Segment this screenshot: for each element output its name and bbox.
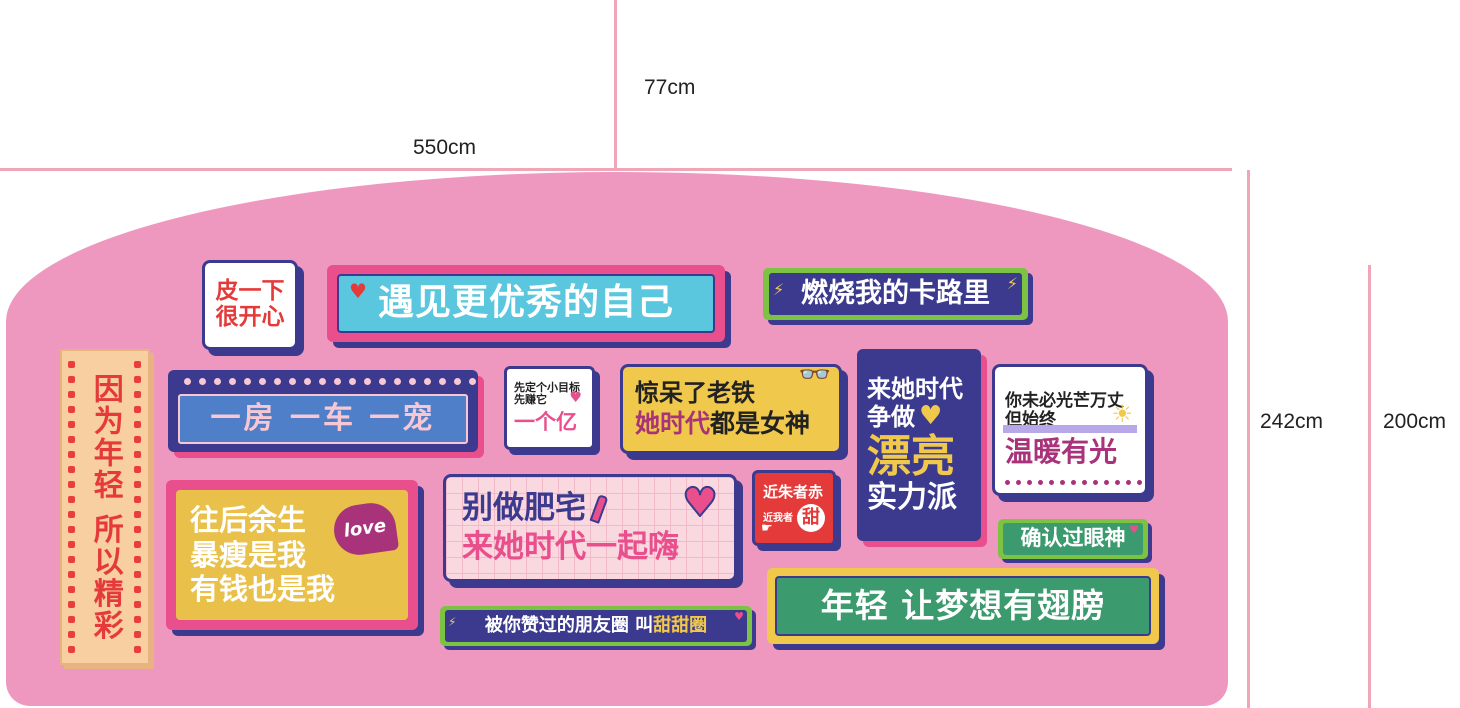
heart-icon: ♥ (1129, 523, 1139, 536)
sign-jingdai-line2b: 都是女神 (710, 408, 811, 438)
sign-yujian-inner: ♥ 遇见更优秀的自己 (337, 274, 715, 333)
heart-icon: ♥ (734, 610, 744, 623)
love-heart-badge: love (330, 499, 400, 559)
sign-biezuo-line2: 来她时代一起嗨 (462, 529, 679, 565)
sign-yifang-inner: 一房 一车 一宠 (178, 394, 468, 444)
heart-icon: ♥ (569, 390, 582, 406)
sign-yujian-text: 遇见更优秀的自己 (377, 282, 674, 324)
marquee-dots-left (68, 361, 76, 653)
sign-laita: 来她时代 争做 ♥ 漂亮 实力派 (857, 349, 981, 541)
sign-jinzhu-line1: 近朱者赤 (763, 482, 824, 501)
sign-beinizan: ⚡ 被你赞过的朋友圈 叫甜甜圈 ♥ (440, 606, 752, 646)
sign-laita-line4: 实力派 (867, 479, 957, 515)
double-heart-icon: ♥ (681, 480, 719, 527)
sign-jingdai-line1: 惊呆了老铁 (635, 379, 755, 408)
sign-laita-line3: 漂亮 (867, 430, 955, 482)
sign-jinzhu: 近朱者赤 近我者 甜 ☛ (752, 470, 836, 546)
sun-icon: ☀ (1111, 400, 1133, 428)
sign-nimeibi-line1: 你未必光芒万丈 (1005, 391, 1124, 412)
width-label: 550cm (413, 136, 477, 159)
lightning-icon: ⚡ (1006, 274, 1018, 293)
love-badge-text: love (342, 515, 388, 543)
sign-piyixia: 皮一下 很开心 (202, 260, 298, 350)
heart-icon: ♥ (349, 279, 367, 303)
sign-beinizan-inner: ⚡ 被你赞过的朋友圈 叫甜甜圈 ♥ (445, 610, 747, 642)
sign-wanghou-line3: 有钱也是我 (190, 572, 336, 607)
lipstick-icon (589, 493, 609, 524)
sign-biezuo: 别做肥宅 来她时代一起嗨 ♥ (443, 474, 737, 582)
sign-yifang-text: 一房 一车 一宠 (210, 401, 436, 437)
sign-jinzhu-line3: 甜 (797, 504, 825, 533)
sign-piyixia-line2: 很开心 (215, 304, 285, 330)
sign-wanghou-inner: 往后余生 暴瘦是我 有钱也是我 love (176, 490, 408, 620)
sign-yujian: ♥ 遇见更优秀的自己 (327, 265, 725, 342)
sunglasses-icon: 👓 (798, 360, 831, 390)
sign-nianqing: 年轻 让梦想有翅膀 (767, 568, 1159, 644)
sign-jinzhu-row2: 近我者 甜 (763, 504, 825, 533)
side-label: 77cm (644, 76, 696, 99)
sign-wanghou: 往后余生 暴瘦是我 有钱也是我 love (166, 480, 418, 630)
sign-wanghou-line1: 往后余生 (190, 502, 307, 537)
horizontal-dimension-line (0, 168, 1232, 171)
sign-jingdai: 👓 惊呆了老铁 她时代都是女神 (620, 360, 842, 454)
marquee-dots-top (184, 378, 476, 385)
sign-biezuo-row1: 别做肥宅 (462, 490, 609, 527)
vertical-divider-line (614, 0, 617, 168)
sign-ranshao-inner: ⚡ 燃烧我的卡路里 ⚡ (769, 273, 1022, 315)
sign-ranshao: ⚡ 燃烧我的卡路里 ⚡ (763, 268, 1028, 320)
inner-height-line (1368, 265, 1371, 708)
sign-yinwei: 因为年轻 所以精彩 (60, 349, 150, 665)
sign-nimeibi: 你未必光芒万丈 但始终 ☀ 温暖有光 (992, 364, 1148, 496)
sign-jingdai-line2a: 她时代 (635, 408, 711, 438)
sign-jinzhu-line2: 近我者 (763, 512, 793, 524)
sign-queren-inner: 确认过眼神 ♥ (1003, 523, 1143, 555)
sign-xianding-line2: 先赚它 (514, 393, 547, 407)
outer-height-label: 242cm (1260, 410, 1324, 433)
lightning-icon: ⚡ (773, 280, 785, 299)
sign-yifang: 一房 一车 一宠 (168, 370, 478, 452)
lightning-icon: ⚡ (448, 615, 457, 629)
sign-laita-line2: 争做 (867, 402, 915, 431)
dot-row-bottom (1005, 480, 1142, 485)
sign-nianqing-inner: 年轻 让梦想有翅膀 (775, 576, 1151, 636)
heart-icon: ♥ (919, 401, 943, 432)
sign-wanghou-line2: 暴瘦是我 (190, 537, 307, 572)
sign-nianqing-text: 年轻 让梦想有翅膀 (820, 585, 1106, 625)
sign-laita-line1: 来她时代 (867, 374, 963, 403)
sign-ranshao-text: 燃烧我的卡路里 (801, 277, 990, 309)
sign-queren: 确认过眼神 ♥ (998, 519, 1148, 559)
highlight-bar (1003, 425, 1137, 433)
sign-beinizan-text-b: 甜甜圈 (653, 614, 708, 636)
outer-height-line (1247, 170, 1250, 708)
sign-biezuo-line1: 别做肥宅 (462, 490, 586, 527)
sign-nimeibi-line3: 温暖有光 (1005, 435, 1118, 469)
sign-xianding: 先定个小目标 先赚它 ♥ 一个亿 (504, 366, 595, 450)
marquee-dots-right (134, 361, 142, 653)
pointing-hand-icon: ☛ (761, 521, 773, 537)
inner-height-label: 200cm (1383, 410, 1447, 433)
sign-xianding-line3: 一个亿 (514, 409, 577, 434)
sign-laita-row2: 争做 ♥ (867, 402, 942, 431)
sign-xianding-line1: 先定个小目标 (514, 380, 580, 394)
sign-piyixia-line1: 皮一下 (215, 278, 285, 305)
sign-beinizan-text-a: 被你赞过的朋友圈 叫 (484, 614, 654, 636)
sign-jingdai-line2: 她时代都是女神 (635, 408, 811, 438)
sign-queren-text: 确认过眼神 (1020, 526, 1126, 551)
sign-yinwei-text: 因为年轻 所以精彩 (87, 372, 123, 642)
